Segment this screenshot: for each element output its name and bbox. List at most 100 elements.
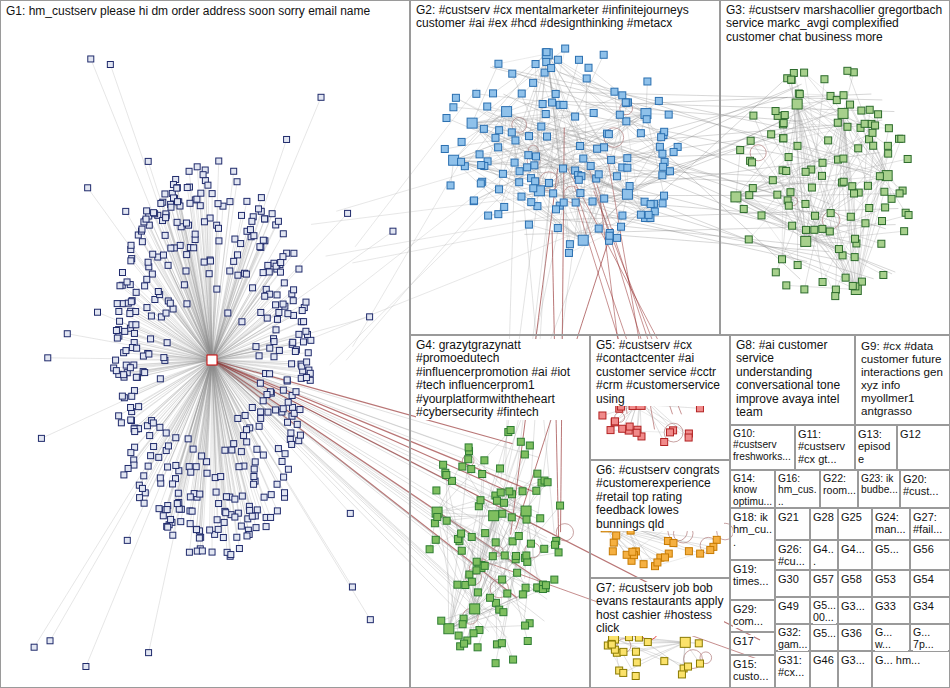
vertex-icon xyxy=(280,387,286,393)
vertex-icon xyxy=(458,530,465,537)
vertex-icon xyxy=(221,519,227,525)
vertex-icon xyxy=(173,462,179,468)
vertex-icon xyxy=(123,208,129,214)
vertex-icon xyxy=(543,49,550,56)
vertex-icon xyxy=(234,534,240,540)
vertex-icon xyxy=(835,246,842,253)
vertex-icon xyxy=(849,282,856,289)
vertex-icon xyxy=(477,497,484,504)
vertex-icon xyxy=(273,302,279,308)
network-edge xyxy=(749,239,857,289)
vertex-icon xyxy=(83,663,89,669)
vertex-icon xyxy=(578,235,588,245)
vertex-icon xyxy=(872,122,879,129)
network-edge xyxy=(563,105,627,194)
network-edge xyxy=(583,199,604,241)
vertex-icon xyxy=(801,236,811,246)
network-edge xyxy=(499,130,627,194)
vertex-icon xyxy=(232,236,238,242)
vertex-icon xyxy=(201,219,207,225)
vertex-icon xyxy=(258,309,264,315)
vertex-icon xyxy=(465,456,472,463)
vertex-icon xyxy=(522,584,529,591)
network-edge xyxy=(140,360,212,498)
vertex-icon xyxy=(624,164,631,171)
network-edge xyxy=(736,150,740,197)
vertex-icon xyxy=(308,337,314,343)
vertex-icon xyxy=(468,466,475,473)
vertex-icon xyxy=(847,101,854,108)
network-edge xyxy=(446,475,449,629)
network-edge xyxy=(212,360,266,517)
vertex-icon xyxy=(123,348,129,354)
network-edge xyxy=(475,445,530,608)
vertex-icon xyxy=(611,418,618,425)
vertex-icon xyxy=(607,427,614,434)
network-edge xyxy=(136,325,212,360)
network-edge xyxy=(212,330,276,360)
vertex-icon xyxy=(833,97,840,104)
vertex-icon xyxy=(214,517,220,523)
vertex-icon xyxy=(250,285,256,291)
vertex-icon xyxy=(275,446,281,452)
network-edge xyxy=(806,241,857,243)
vertex-icon xyxy=(580,155,587,162)
vertex-icon xyxy=(127,311,133,317)
vertex-icon xyxy=(768,131,775,138)
vertex-icon xyxy=(117,318,123,324)
vertex-icon xyxy=(215,201,221,207)
vertex-icon xyxy=(280,254,286,260)
vertex-icon xyxy=(562,45,569,52)
vertex-icon xyxy=(758,212,765,219)
network-edge xyxy=(436,540,475,609)
network-edge xyxy=(602,195,874,279)
vertex-icon xyxy=(670,148,677,155)
vertex-icon xyxy=(566,241,573,248)
network-edge xyxy=(165,194,212,360)
vertex-icon xyxy=(870,142,877,149)
vertex-icon xyxy=(605,131,612,138)
vertex-icon xyxy=(737,147,744,154)
network-edge xyxy=(494,516,502,580)
network-edge xyxy=(797,104,858,148)
vertex-icon xyxy=(881,188,888,195)
vertex-icon xyxy=(345,210,351,216)
network-edge xyxy=(153,360,212,423)
vertex-icon xyxy=(216,501,222,507)
vertex-icon xyxy=(238,241,244,247)
vertex-icon xyxy=(291,287,297,293)
vertex-icon xyxy=(516,168,523,175)
vertex-icon xyxy=(260,270,266,276)
vertex-icon xyxy=(285,466,291,472)
network-edge xyxy=(212,360,350,513)
vertex-icon xyxy=(609,548,616,555)
vertex-icon xyxy=(258,409,264,415)
network-edge xyxy=(159,360,212,509)
vertex-icon xyxy=(495,211,502,218)
vertex-icon xyxy=(301,319,307,325)
vertex-icon xyxy=(812,212,819,219)
vertex-icon xyxy=(470,198,477,205)
vertex-icon xyxy=(229,447,235,453)
vertex-icon xyxy=(618,223,625,230)
network-edge xyxy=(533,91,882,100)
vertex-icon xyxy=(840,155,847,162)
network-edge xyxy=(212,209,259,360)
network-edge xyxy=(606,527,657,563)
vertex-icon xyxy=(640,561,647,568)
vertex-icon xyxy=(438,617,445,624)
network-edge xyxy=(212,139,287,360)
vertex-icon xyxy=(235,252,241,258)
network-edge xyxy=(736,159,843,197)
vertex-icon xyxy=(175,490,181,496)
vertex-icon xyxy=(656,143,663,150)
network-edge xyxy=(856,221,882,289)
network-edge xyxy=(212,311,302,360)
network-edge xyxy=(168,265,212,360)
vertex-icon xyxy=(218,474,224,480)
network-edge xyxy=(736,138,784,197)
vertex-icon xyxy=(819,172,826,179)
network-edge xyxy=(131,360,212,453)
vertex-icon xyxy=(904,155,911,162)
vertex-icon xyxy=(207,258,213,264)
